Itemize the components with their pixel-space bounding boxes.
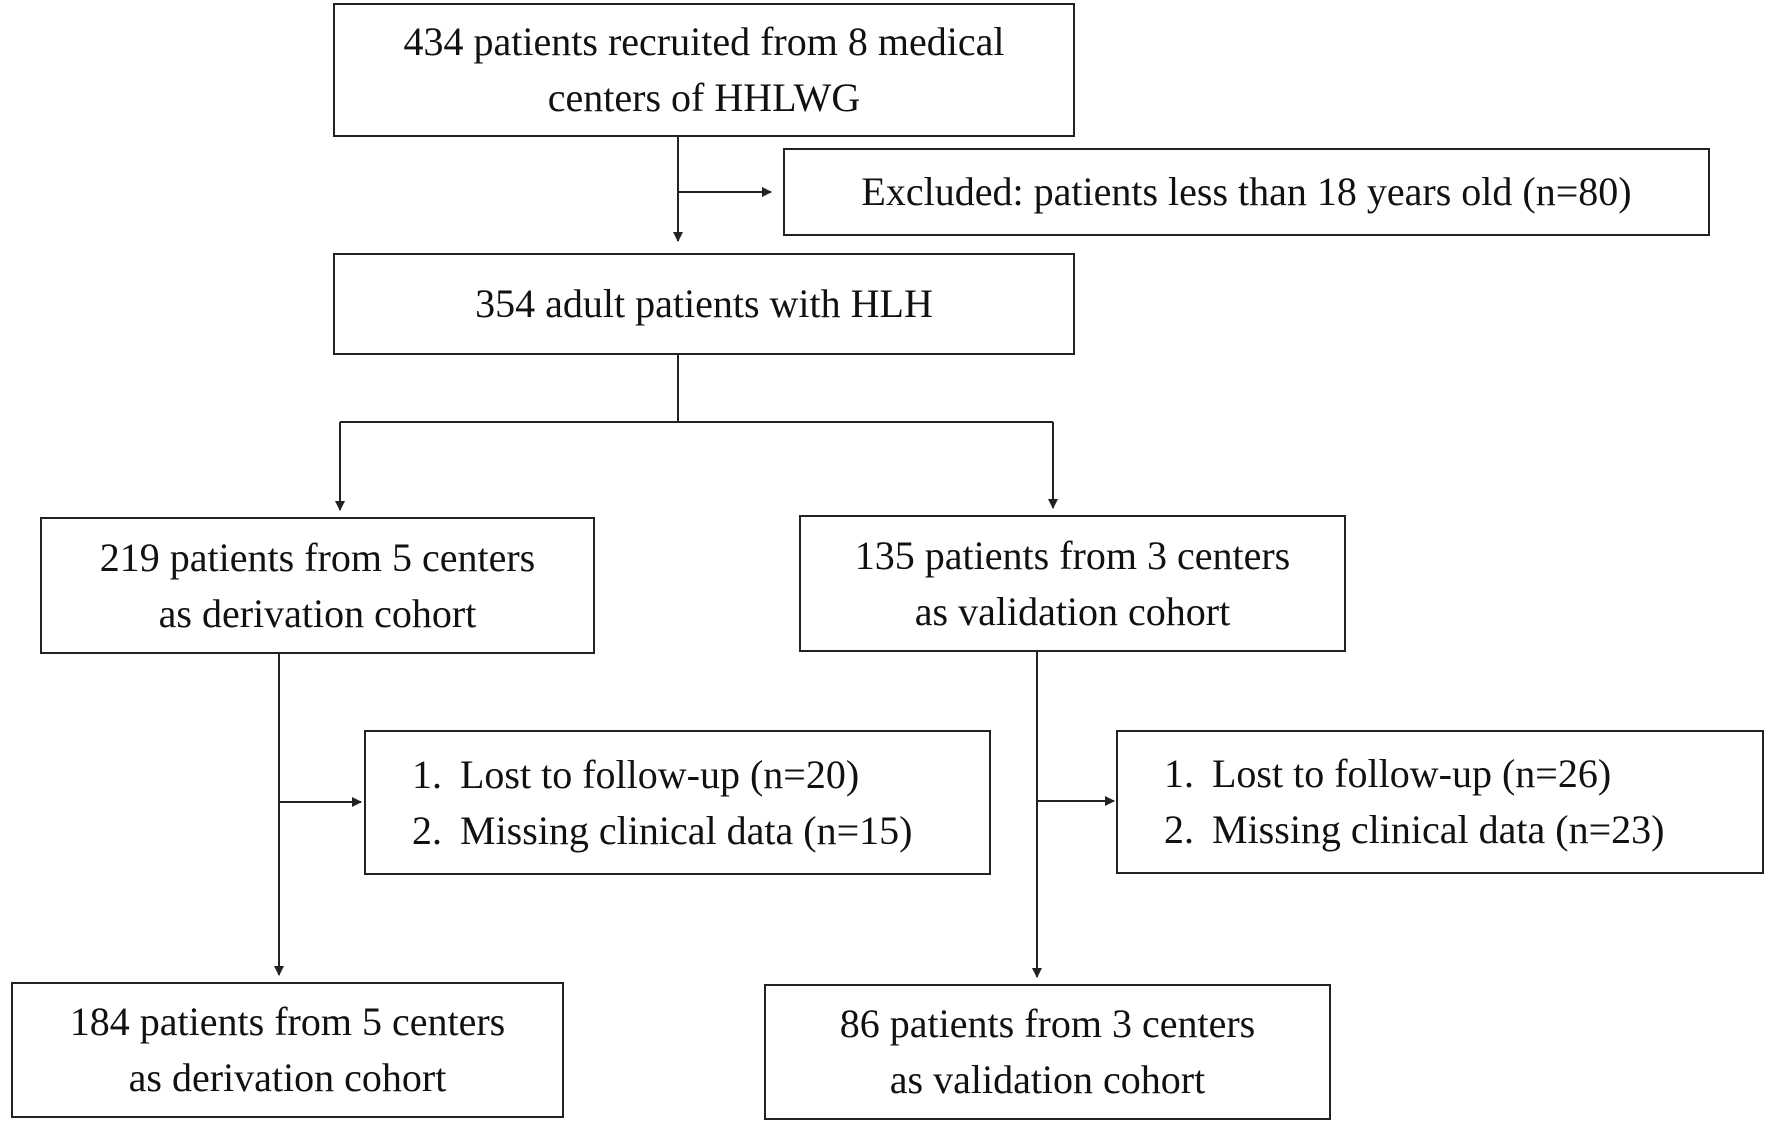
- validation-initial-box: 135 patients from 3 centers as validatio…: [799, 515, 1346, 652]
- adult-patients-text: 354 adult patients with HLH: [475, 281, 933, 326]
- derivation-final-box: 184 patients from 5 centers as derivatio…: [11, 982, 564, 1118]
- derivation-exclusion-number: 2.: [412, 807, 442, 853]
- validation-exclusion-item: 2. Missing clinical data (n=23): [1146, 802, 1664, 858]
- excluded-box: Excluded: patients less than 18 years ol…: [783, 148, 1710, 236]
- derivation-final-line-2: as derivation cohort: [128, 1055, 447, 1100]
- validation-initial-line-1: 135 patients from 3 centers: [854, 532, 1291, 578]
- derivation-final-line-1: 184 patients from 5 centers: [69, 999, 506, 1044]
- validation-exclusion-number: 1.: [1164, 751, 1194, 796]
- validation-exclusion-item: 1. Lost to follow-up (n=26): [1146, 746, 1611, 802]
- recruited-line-2: centers of HHLWG: [547, 75, 861, 120]
- validation-initial-line-2: as validation cohort: [914, 588, 1231, 634]
- validation-exclusion-number: 2.: [1164, 807, 1194, 852]
- derivation-exclusions-box: 1. Lost to follow-up (n=20) 2. Missing c…: [364, 730, 991, 875]
- adult-patients-box: 354 adult patients with HLH: [333, 253, 1075, 355]
- derivation-exclusion-text: Lost to follow-up (n=20): [460, 751, 860, 797]
- recruited-box: 434 patients recruited from 8 medical ce…: [333, 3, 1075, 137]
- derivation-initial-line-1: 219 patients from 5 centers: [99, 534, 536, 580]
- validation-final-box: 86 patients from 3 centers as validation…: [764, 984, 1331, 1120]
- validation-final-line-2: as validation cohort: [889, 1057, 1206, 1102]
- validation-exclusions-box: 1. Lost to follow-up (n=26) 2. Missing c…: [1116, 730, 1764, 874]
- derivation-exclusion-text: Missing clinical data (n=15): [460, 807, 913, 853]
- derivation-initial-line-2: as derivation cohort: [158, 590, 477, 636]
- derivation-initial-box: 219 patients from 5 centers as derivatio…: [40, 517, 595, 654]
- derivation-exclusion-item: 1. Lost to follow-up (n=20): [394, 747, 859, 803]
- excluded-text: Excluded: patients less than 18 years ol…: [861, 169, 1632, 214]
- validation-exclusion-text: Missing clinical data (n=23): [1212, 807, 1665, 852]
- derivation-exclusion-item: 2. Missing clinical data (n=15): [394, 803, 912, 859]
- validation-final-line-1: 86 patients from 3 centers: [839, 1001, 1256, 1046]
- derivation-exclusion-number: 1.: [412, 751, 442, 797]
- recruited-line-1: 434 patients recruited from 8 medical: [403, 19, 1005, 64]
- validation-exclusion-text: Lost to follow-up (n=26): [1212, 751, 1612, 796]
